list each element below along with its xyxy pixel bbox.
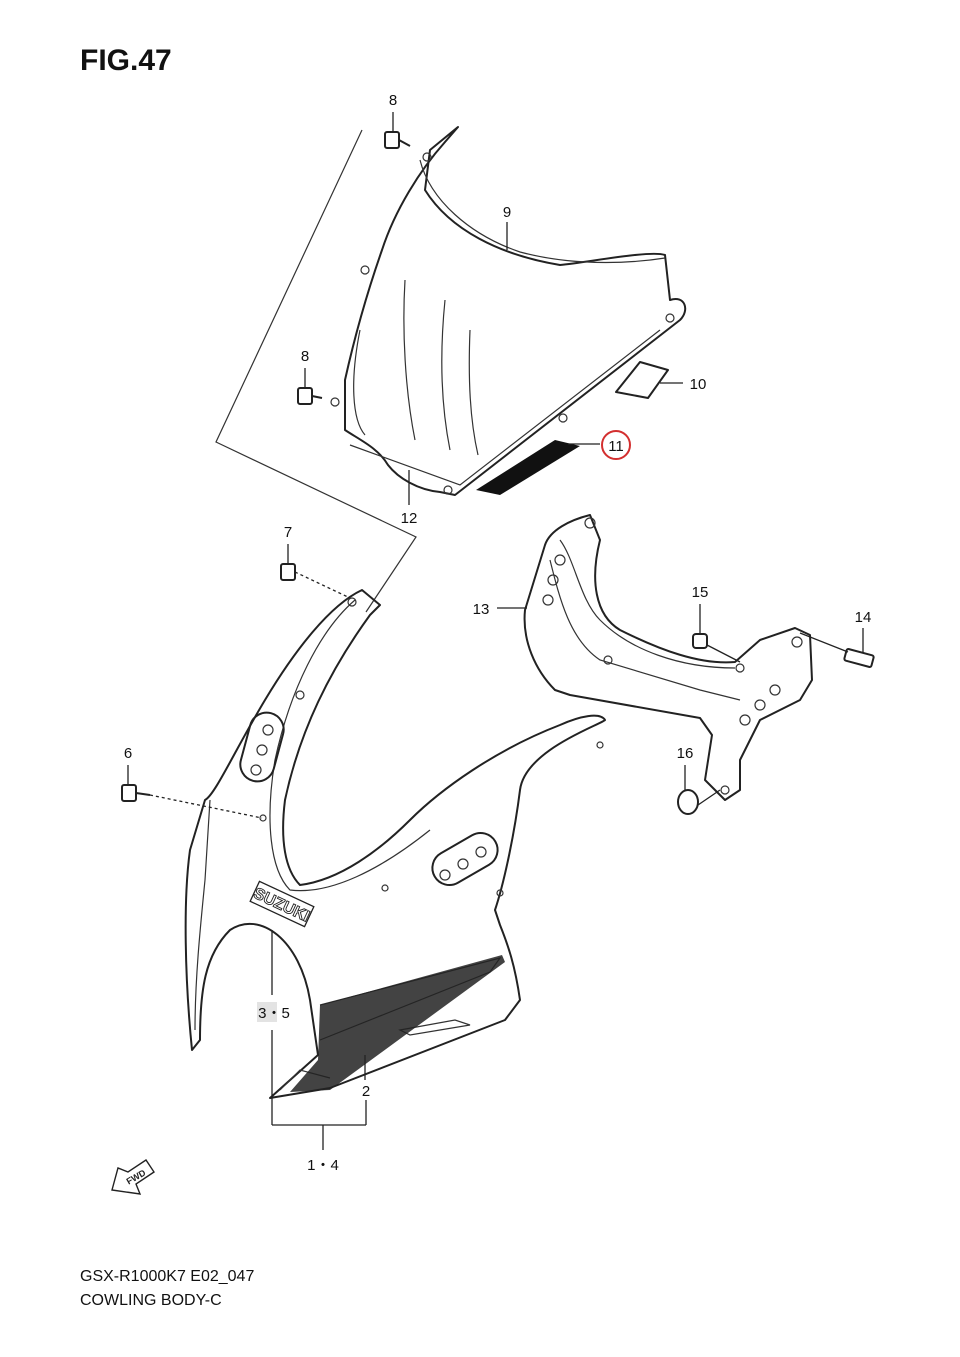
callout-2: 2	[362, 1083, 370, 1100]
screw-part-7	[280, 544, 351, 599]
callout-1-4: 1・4	[307, 1157, 339, 1174]
callout-13: 13	[473, 601, 490, 618]
cowling-decal-part-2	[290, 955, 505, 1092]
windscreen-part-9	[330, 126, 687, 496]
screw-part-6	[121, 765, 263, 819]
label-shade-3-5	[257, 1002, 277, 1022]
callout-9: 9	[503, 204, 511, 221]
screw-part-8-top	[384, 112, 411, 149]
callout-10: 10	[690, 376, 707, 393]
screen-group-frame	[215, 129, 417, 613]
highlight-circle-11	[601, 430, 631, 460]
assembly-leaders	[271, 930, 367, 1150]
grommet-part-16	[677, 765, 721, 815]
cushion-part-11	[476, 440, 600, 495]
cushion-part-10	[615, 361, 683, 399]
bolt-part-14	[799, 628, 875, 668]
nut-part-15	[692, 604, 741, 663]
callout-15: 15	[692, 584, 709, 601]
model-code: GSX-R1000K7 E02_047	[80, 1268, 255, 1285]
fwd-arrow-icon: FWD	[111, 1159, 155, 1195]
screw-part-8-mid	[297, 368, 323, 405]
callout-3-5: 3・5	[258, 1005, 290, 1022]
callout-14: 14	[855, 609, 872, 626]
callout-12: 12	[401, 510, 418, 527]
callout-7: 7	[284, 524, 292, 541]
suzuki-emblem-part-3: SUZUKI	[249, 880, 315, 928]
figure-title: FIG.47	[80, 44, 172, 77]
callout-11: 11	[608, 438, 624, 455]
callout-8-mid: 8	[301, 348, 309, 365]
callout-8-top: 8	[389, 92, 397, 109]
section-name: COWLING BODY-C	[80, 1292, 222, 1309]
callout-6: 6	[124, 745, 132, 762]
callout-16: 16	[677, 745, 694, 762]
cowling-brace-part-13	[497, 514, 813, 801]
